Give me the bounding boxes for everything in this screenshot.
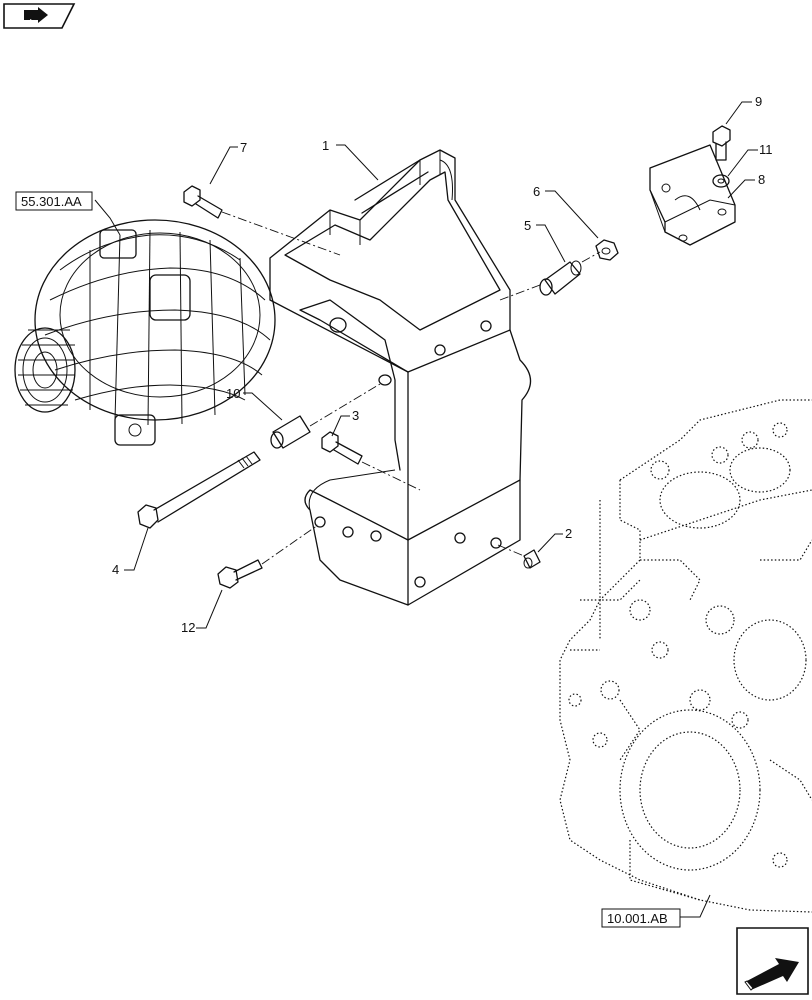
alternator [14,219,276,446]
centerline-7 [221,211,341,256]
callout-11: 11 [759,142,773,157]
centerline-10 [309,383,381,427]
centerline-5-6 [499,251,601,301]
callout-3: 3 [352,408,359,423]
bolt-9 [712,125,731,161]
back-arrow-icon [3,3,76,29]
sleeve-10 [270,415,311,449]
ref-link-alternator[interactable]: 55.301.AA [15,191,93,211]
callout-7: 7 [240,140,247,155]
engine-block [559,399,812,913]
callout-8: 8 [758,172,765,187]
washer-11 [712,174,730,188]
nut-6 [595,239,619,261]
ref-label-alternator: 55.301.AA [21,194,82,209]
previous-page-button[interactable] [2,2,76,30]
callout-1: 1 [322,138,329,153]
callout-5: 5 [524,218,531,233]
ref-label-engine-block: 10.001.AB [607,911,668,926]
sleeve-5 [539,260,582,296]
callout-2: 2 [565,526,572,541]
callout-4: 4 [112,562,119,577]
centerline-2 [497,544,525,557]
bolt-4 [137,451,261,529]
callout-6: 6 [533,184,540,199]
next-arrow-icon [736,927,809,995]
pin-2 [523,549,541,569]
ref-link-engine-block[interactable]: 10.001.AB [601,908,681,928]
callout-9: 9 [755,94,762,109]
callout-12: 12 [181,620,195,635]
centerline-12 [261,524,319,565]
bolt-3 [321,431,363,465]
bolt-12 [217,559,263,589]
mounting-bracket [269,149,532,606]
small-bracket [649,144,736,246]
callout-10: 10 [226,386,240,401]
centerline-3 [361,461,421,491]
next-page-button[interactable] [735,926,810,996]
bolt-7 [183,185,223,219]
